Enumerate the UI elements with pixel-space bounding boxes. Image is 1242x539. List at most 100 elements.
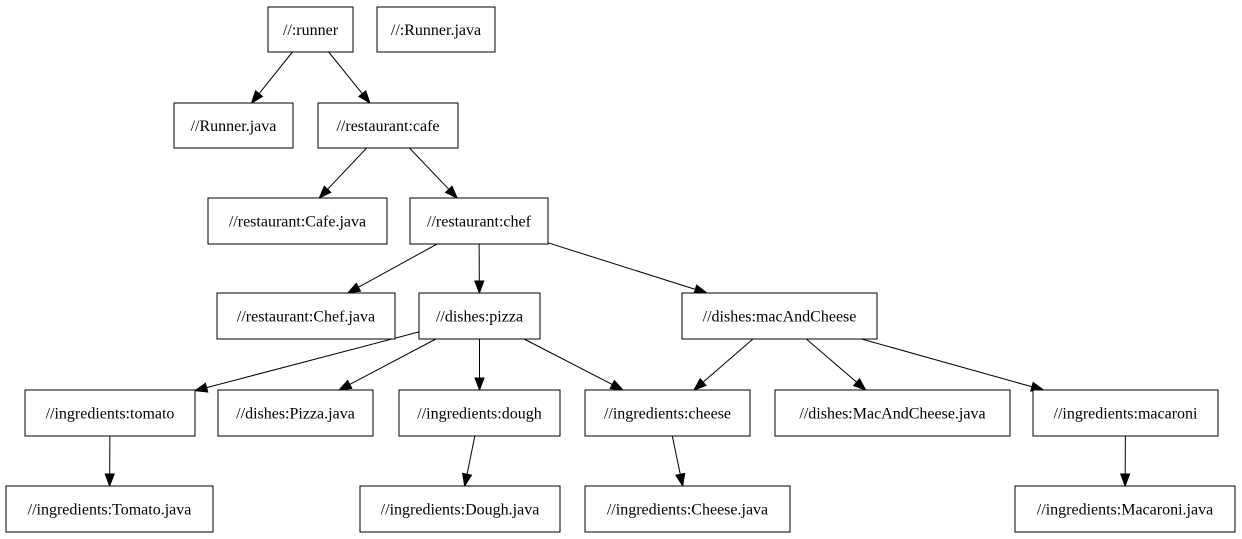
edge-line [805,338,857,383]
edge-pizza-to-pizza-java [337,338,437,391]
edge-arrowhead-icon [852,377,867,391]
edge-line [547,242,696,290]
node-label: //dishes:macAndCheese [703,309,857,326]
node-box [5,485,214,533]
node-label: //ingredients:Cheese.java [607,502,768,519]
edge-line [258,51,293,94]
edge-mac-and-cheese-to-mac-and-cheese-java [805,338,867,391]
node-box [398,389,561,437]
edge-arrowhead-icon [337,379,353,391]
edge-dough-to-dough-java [462,435,476,488]
graph-node-dough-java: //ingredients:Dough.java [359,485,561,533]
node-label: //ingredients:macaroni [1054,406,1199,423]
graph-node-cafe-java: //restaurant:Cafe.java [207,197,388,245]
edge-arrowhead-icon [346,282,362,294]
edge-chef-to-pizza [474,243,485,295]
node-label: //ingredients:cheese [604,406,731,423]
edge-line [327,147,368,190]
edge-arrowhead-icon [318,185,332,200]
edge-cafe-to-cafe-java [318,147,368,200]
edge-line [466,435,476,475]
edge-arrowhead-icon [193,382,209,393]
edge-cafe-to-chef [409,147,459,200]
edge-arrowhead-icon [444,185,459,200]
node-label: //dishes:MacAndCheese.java [799,406,985,423]
edge-cheese-to-cheese-java [671,435,686,488]
edge-arrowhead-icon [609,379,625,391]
graph-node-chef: //restaurant:chef [409,197,549,245]
edge-line [861,338,1033,388]
edge-line [702,338,754,383]
edge-arrowhead-icon [462,472,473,488]
node-label: //ingredients:dough [417,406,541,423]
edge-tomato-to-tomato-java [104,435,115,488]
node-box [584,389,751,437]
edge-arrowhead-icon [250,89,264,105]
graph-node-pizza-java: //dishes:Pizza.java [217,389,374,437]
edge-line [409,147,450,190]
node-label: //Runner.java [191,118,277,135]
graph-node-tomato-java: //ingredients:Tomato.java [5,485,214,533]
graph-node-cafe: //restaurant:cafe [317,102,459,149]
node-label: //ingredients:Macaroni.java [1037,502,1213,519]
graph-node-macaroni-java: //ingredients:Macaroni.java [1014,485,1236,533]
graph-node-pizza: //dishes:pizza [418,292,541,340]
edge-arrowhead-icon [675,472,686,488]
node-label: //ingredients:Tomato.java [28,502,192,519]
node-label: //ingredients:tomato [46,406,175,423]
node-label: //dishes:Pizza.java [236,406,355,423]
node-label: //restaurant:Chef.java [237,309,375,326]
edge-line [671,435,681,475]
edge-pizza-to-tomato [193,331,420,393]
edge-arrowhead-icon [474,377,485,392]
edge-line [328,51,363,94]
node-box [317,102,459,149]
node-box [681,292,878,340]
edge-arrowhead-icon [357,89,371,105]
graph-node-mac-and-cheese-java: //dishes:MacAndCheese.java [774,389,1011,437]
node-box [376,6,496,53]
graph-node-dough: //ingredients:dough [398,389,561,437]
edge-line [349,338,437,385]
node-box [409,197,549,245]
graph-node-chef-java: //restaurant:Chef.java [216,292,396,340]
edge-mac-and-cheese-to-cheese [692,338,754,391]
edge-macaroni-to-macaroni-java [1119,435,1131,488]
edge-chef-to-mac-and-cheese [547,242,709,295]
graph-node-runner: //:runner [267,6,354,53]
node-box [207,197,388,245]
edge-mac-and-cheese-to-macaroni [861,338,1045,392]
node-box [1014,485,1236,533]
edge-arrowhead-icon [1119,473,1131,488]
node-box [216,292,396,340]
node-box [24,389,196,437]
edge-pizza-to-cheese [523,338,625,391]
node-label: //:runner [283,22,339,39]
edge-line [523,338,613,385]
node-box [267,6,354,53]
node-box [418,292,541,340]
edge-line [358,243,438,288]
edge-runner-to-cafe [328,51,371,105]
graph-node-runner-java-file: //:Runner.java [376,6,496,53]
edge-arrowhead-icon [693,284,709,295]
node-label: //:Runner.java [391,22,481,39]
graph-node-cheese-java: //ingredients:Cheese.java [584,485,791,533]
graph-node-tomato: //ingredients:tomato [24,389,196,437]
graph-node-macaroni: //ingredients:macaroni [1032,389,1219,437]
node-label: //restaurant:chef [427,214,532,231]
node-box [173,102,294,149]
edge-chef-to-chef-java [346,243,438,294]
node-label: //ingredients:Dough.java [381,502,540,519]
edge-arrowhead-icon [692,377,707,391]
node-box [217,389,374,437]
graph-node-cheese: //ingredients:cheese [584,389,751,437]
edge-line [206,331,420,389]
edge-pizza-to-dough [474,339,485,392]
edge-arrowhead-icon [474,280,485,295]
edge-arrowhead-icon [104,473,115,488]
graph-node-mac-and-cheese: //dishes:macAndCheese [681,292,878,340]
node-box [359,485,561,533]
